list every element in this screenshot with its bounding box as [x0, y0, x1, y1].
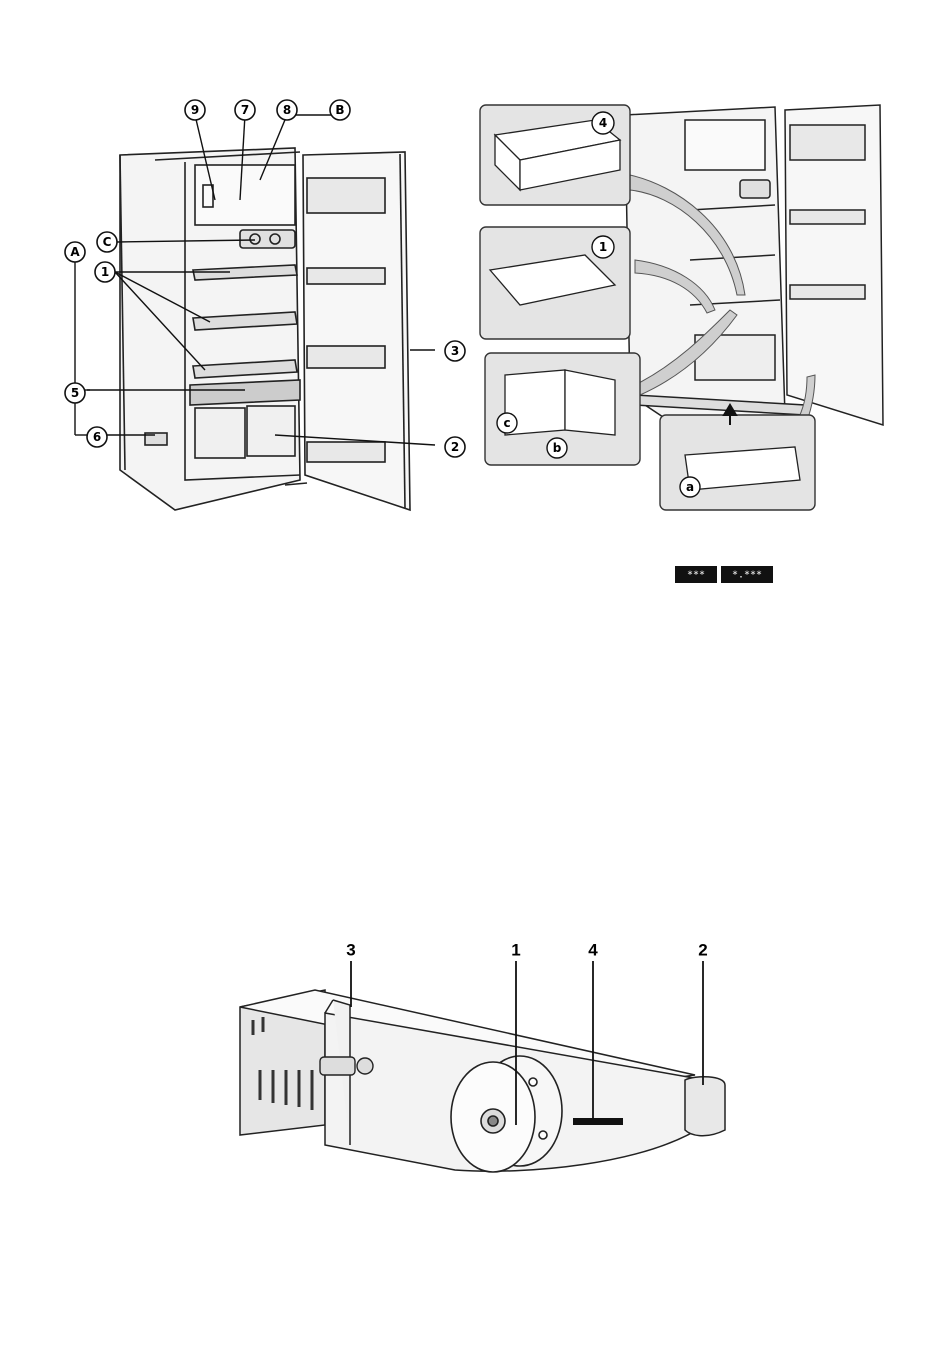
- star-symbol-left: ***: [687, 570, 705, 581]
- inset-callout-a: a: [686, 480, 694, 494]
- inset-callout-4: 4: [599, 116, 607, 130]
- label-1: 1: [511, 941, 520, 960]
- inset-callout-b: b: [553, 441, 562, 455]
- callout-1: 1: [101, 265, 109, 279]
- callout-5: 5: [71, 386, 79, 400]
- callout-c: C: [103, 235, 112, 249]
- callout-6: 6: [93, 430, 101, 444]
- callout-a: A: [70, 245, 80, 259]
- label-2: 2: [698, 941, 707, 960]
- callout-b: B: [335, 103, 344, 117]
- callout-2: 2: [451, 440, 459, 454]
- figure-fridge-accessories: 4 1 c b a: [475, 95, 895, 515]
- label-4: 4: [588, 941, 598, 960]
- inset-callout-c: c: [503, 416, 510, 430]
- label-3: 3: [346, 941, 355, 960]
- callout-3: 3: [451, 344, 459, 358]
- star-symbol-right: *.***: [732, 570, 762, 581]
- figure-fridge-overview: 9 7 8 B C A 1 5 6 3 2: [45, 90, 485, 530]
- callout-8: 8: [283, 103, 291, 117]
- inset-callout-1: 1: [599, 240, 607, 254]
- callout-7: 7: [241, 103, 249, 117]
- callout-9: 9: [191, 103, 199, 117]
- figure-control-unit: 3 1 4 2: [225, 935, 745, 1195]
- star-rating-symbol: *** *.***: [675, 565, 775, 585]
